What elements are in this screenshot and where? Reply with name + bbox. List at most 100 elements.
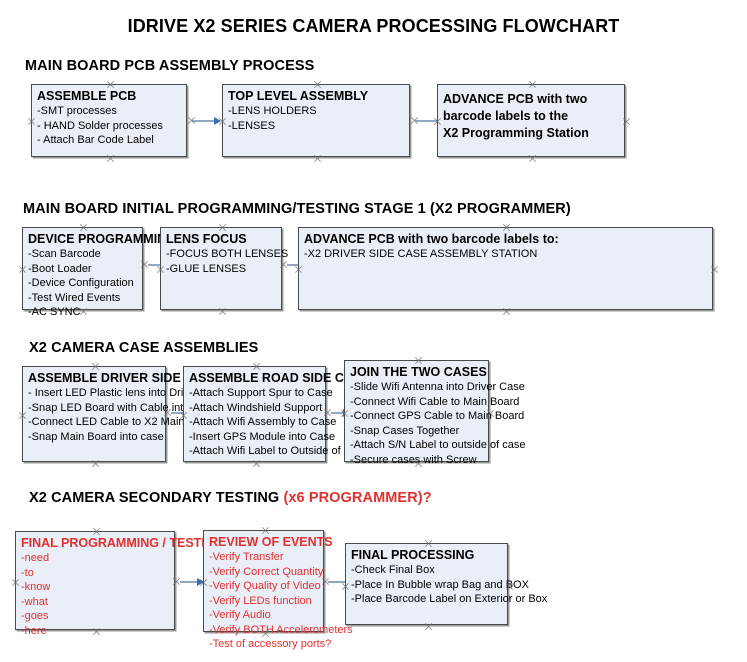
box-line: -Boot Loader [28, 262, 92, 275]
box-line: -what [21, 595, 48, 608]
handle-top-icon[interactable] [414, 356, 423, 365]
box-final-processing[interactable]: FINAL PROCESSING -Check Final Box -Place… [345, 543, 548, 625]
section-heading-3-text: X2 CAMERA CASE ASSEMBLIES [29, 340, 259, 356]
section-heading-4: X2 CAMERA SECONDARY TESTING (x6 PROGRAMM… [29, 490, 432, 506]
box-line-overflow: -Test of accessory ports? [209, 638, 332, 650]
box-line: -Secure cases with Screw [350, 453, 477, 466]
box-line: -Attach S/N Label to outside of case [350, 439, 526, 451]
handle-bottom-icon[interactable] [218, 307, 227, 316]
box-line: - Attach Bar Code Label [37, 134, 154, 146]
section-heading-1: MAIN BOARD PCB ASSEMBLY PROCESS [25, 58, 314, 74]
box-line: -FOCUS BOTH LENSES [166, 248, 289, 260]
handle-right-icon[interactable] [622, 117, 631, 126]
box-join-the-two-cases[interactable]: JOIN THE TWO CASES -Slide Wifi Antenna i… [344, 360, 526, 466]
handle-left-icon[interactable] [294, 265, 303, 274]
box-line: -Verify Correct Quantity [209, 565, 324, 578]
box-line: -Place Barcode Label on Exterior or Box [351, 593, 548, 605]
box-top-level-assembly[interactable]: TOP LEVEL ASSEMBLY -LENS HOLDERS -LENSES [222, 84, 410, 157]
box-line: -LENSES [228, 119, 276, 132]
handle-top-icon[interactable] [502, 223, 511, 232]
handle-bottom-icon[interactable] [313, 154, 322, 163]
box-line: -Snap LED Board with Cable into Case [28, 401, 219, 414]
box-review-of-events[interactable]: REVIEW OF EVENTS -Verify Transfer -Verif… [203, 530, 353, 650]
handle-top-icon[interactable] [91, 362, 100, 371]
handle-top-icon[interactable] [313, 80, 322, 89]
box-line: -Connect Wifi Cable to Main Board [350, 395, 520, 408]
box-line: -Device Configuration [28, 277, 134, 289]
box-title: ADVANCE PCB with two barcode labels to t… [443, 92, 589, 140]
box-line: -goes [21, 610, 49, 622]
box-title: DEVICE PROGRAMMING [28, 232, 176, 246]
box-line: -Connect LED Cable to X2 Main Board [28, 416, 217, 428]
arrowhead-icon [214, 117, 221, 125]
box-line: -Verify LEDs function [209, 594, 312, 607]
handle-bottom-icon[interactable] [424, 622, 433, 631]
box-line: -LENS HOLDERS [228, 105, 317, 117]
handle-top-icon[interactable] [424, 539, 433, 548]
handle-left-icon[interactable] [11, 578, 20, 587]
section-heading-1-text: MAIN BOARD PCB ASSEMBLY PROCESS [25, 58, 315, 74]
box-assemble-road-side-case[interactable]: ASSEMBLE ROAD SIDE CASE -Attach Support … [183, 366, 370, 462]
handle-left-icon[interactable] [27, 117, 36, 126]
handle-top-icon[interactable] [218, 223, 227, 232]
section-heading-2: MAIN BOARD INITIAL PROGRAMMING/TESTING S… [23, 201, 571, 217]
box-line: -Snap Cases Together [350, 424, 460, 437]
box-line: -Snap Main Board into case [28, 430, 164, 443]
box-line: -Attach Support Spur to Case [189, 387, 333, 399]
arrowhead-icon [197, 578, 204, 586]
box-line: -Insert GPS Module into Case [189, 430, 336, 443]
box-line: -GLUE LENSES [166, 262, 247, 275]
box-title: ADVANCE PCB with two barcode labels to: [304, 232, 559, 246]
box-line: -Verify Quality of Video [209, 580, 321, 592]
box-line: -Attach Wifi Label to Outside of Case [189, 445, 370, 457]
handle-left-icon[interactable] [341, 582, 350, 591]
box-line: -Verify BOTH Accelerometers [209, 623, 353, 636]
box-line: -Test Wired Events [28, 291, 121, 304]
box-line: - HAND Solder processes [37, 119, 163, 132]
connector-arrow [180, 578, 204, 586]
box-lens-focus[interactable]: LENS FOCUS -FOCUS BOTH LENSES -GLUE LENS… [160, 227, 289, 310]
handle-bottom-icon[interactable] [91, 459, 100, 468]
handle-bottom-icon[interactable] [106, 154, 115, 163]
box-line: -need [21, 552, 50, 564]
box-title: LENS FOCUS [166, 232, 247, 246]
handle-bottom-icon[interactable] [502, 307, 511, 316]
box-line: -Verify Audio [209, 609, 271, 621]
handle-top-icon[interactable] [261, 526, 270, 535]
box-line: -X2 DRIVER SIDE CASE ASSEMBLY STATION [304, 248, 538, 260]
handle-left-icon[interactable] [156, 265, 165, 274]
box-title: ASSEMBLE ROAD SIDE CASE [189, 371, 370, 385]
box-title: FINAL PROCESSING [351, 548, 475, 562]
box-title: JOIN THE TWO CASES [350, 365, 487, 379]
handle-left-icon[interactable] [18, 411, 27, 420]
section-heading-4-text: X2 CAMERA SECONDARY TESTING [29, 490, 284, 506]
box-advance-pcb-driver-side[interactable]: ADVANCE PCB with two barcode labels to: … [298, 227, 713, 310]
handle-top-icon[interactable] [79, 223, 88, 232]
box-advance-pcb-programming-station[interactable]: ADVANCE PCB with two barcode labels to t… [437, 84, 625, 157]
connector-arrow [192, 117, 221, 125]
page-title: IDRIVE X2 SERIES CAMERA PROCESSING FLOWC… [127, 16, 620, 36]
box-final-programming-testing[interactable]: FINAL PROGRAMMING / TESTING -need -to -k… [15, 531, 224, 637]
box-line: -Place In Bubble wrap Bag and BOX [351, 578, 529, 591]
handle-top-icon[interactable] [528, 80, 537, 89]
box-assemble-pcb[interactable]: ASSEMBLE PCB -SMT processes - HAND Solde… [31, 84, 187, 157]
handle-top-icon[interactable] [106, 80, 115, 89]
handle-right-icon[interactable] [710, 265, 719, 274]
box-line: -here [21, 624, 47, 637]
box-line: -Verify Transfer [209, 551, 284, 563]
handle-bottom-icon[interactable] [252, 459, 261, 468]
box-line: -Connect GPS Cable to Main Board [350, 410, 525, 422]
handle-bottom-icon[interactable] [528, 154, 537, 163]
handle-left-icon[interactable] [18, 265, 27, 274]
handle-top-icon[interactable] [92, 527, 101, 536]
box-title: TOP LEVEL ASSEMBLY [228, 89, 369, 103]
box-line: -to [21, 566, 34, 579]
box-line: -Scan Barcode [28, 248, 101, 260]
section-heading-2-text: MAIN BOARD INITIAL PROGRAMMING/TESTING S… [23, 201, 571, 217]
box-line: -Check Final Box [351, 564, 435, 576]
handle-top-icon[interactable] [252, 362, 261, 371]
box-device-programming[interactable]: DEVICE PROGRAMMING -Scan Barcode -Boot L… [22, 227, 176, 318]
box-assemble-driver-side-case[interactable]: ASSEMBLE DRIVER SIDE CASE - Insert LED P… [22, 366, 227, 462]
box-line: -know [21, 581, 51, 593]
